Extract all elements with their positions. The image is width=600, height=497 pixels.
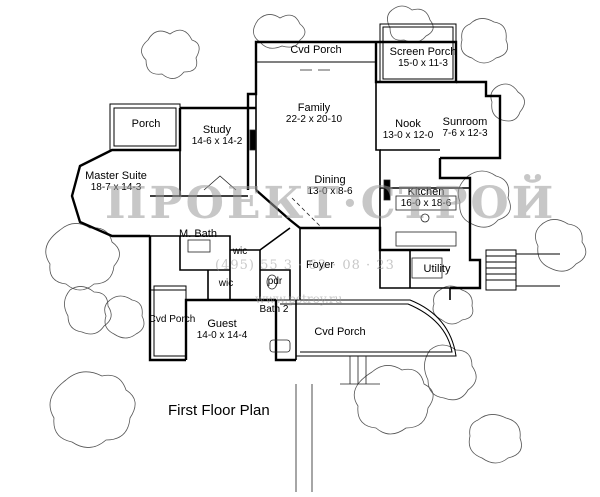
room-label: pdr	[268, 276, 282, 288]
room-label: Cvd Porch	[314, 326, 365, 338]
room-name: Kitchen	[407, 186, 445, 198]
room-dimensions: 14-0 x 14-4	[196, 330, 248, 341]
room-label: M. Bath	[179, 228, 217, 240]
room-name: Dining	[314, 174, 346, 186]
watermark-website: www.pstroy.ru	[255, 292, 343, 306]
room-name: pdr	[267, 276, 283, 287]
room-dimensions: 18-7 x 14-3	[90, 182, 142, 193]
room-dimensions: 16-0 x 18-6	[400, 198, 452, 209]
room-name: Cvd Porch	[290, 44, 342, 56]
room-label: Porch	[132, 118, 161, 130]
room-name: Foyer	[305, 259, 335, 271]
room-name: Cvd Porch	[148, 314, 196, 325]
room-name: Cvd Porch	[314, 326, 366, 338]
room-label: wic	[233, 246, 247, 258]
room-label: Cvd Porch	[149, 314, 196, 326]
room-label: Bath 2	[260, 304, 289, 316]
room-name: wic	[232, 246, 248, 257]
room-label: wic	[219, 278, 233, 290]
room-name: Guest	[207, 318, 237, 330]
room-dimensions: 22-2 x 20-10	[285, 114, 343, 125]
room-name: Bath 2	[259, 304, 289, 315]
room-name: Family	[297, 102, 331, 114]
room-name: Master Suite	[85, 170, 147, 182]
room-dimensions: 13-0 x 12-0	[382, 130, 434, 141]
room-label: Cvd Porch	[290, 44, 341, 56]
watermark-phone: (495) 55 3 · 63 · 08 · 23	[215, 258, 395, 273]
room-dimensions: 14-6 x 14-2	[191, 136, 243, 147]
room-dimensions: 13-0 x 8-6	[307, 186, 353, 197]
room-name: Utility	[423, 263, 451, 275]
room-dimensions: 7-6 x 12-3	[442, 128, 488, 139]
room-name: M. Bath	[179, 228, 217, 240]
room-name: Porch	[131, 118, 161, 130]
room-label: Foyer	[306, 259, 334, 271]
room-name: Screen Porch	[389, 46, 457, 58]
tree-icon	[45, 5, 587, 464]
room-name: wic	[218, 278, 234, 289]
room-dimensions: 15-0 x 11-3	[398, 58, 448, 69]
watermark-text: ПРОЕКТ·СТРОЙ	[105, 178, 557, 229]
room-name: Nook	[395, 118, 421, 130]
plan-title: First Floor Plan	[168, 402, 270, 419]
room-name: Sunroom	[442, 116, 488, 128]
room-label: Utility	[424, 263, 451, 275]
room-name: Study	[202, 124, 232, 136]
